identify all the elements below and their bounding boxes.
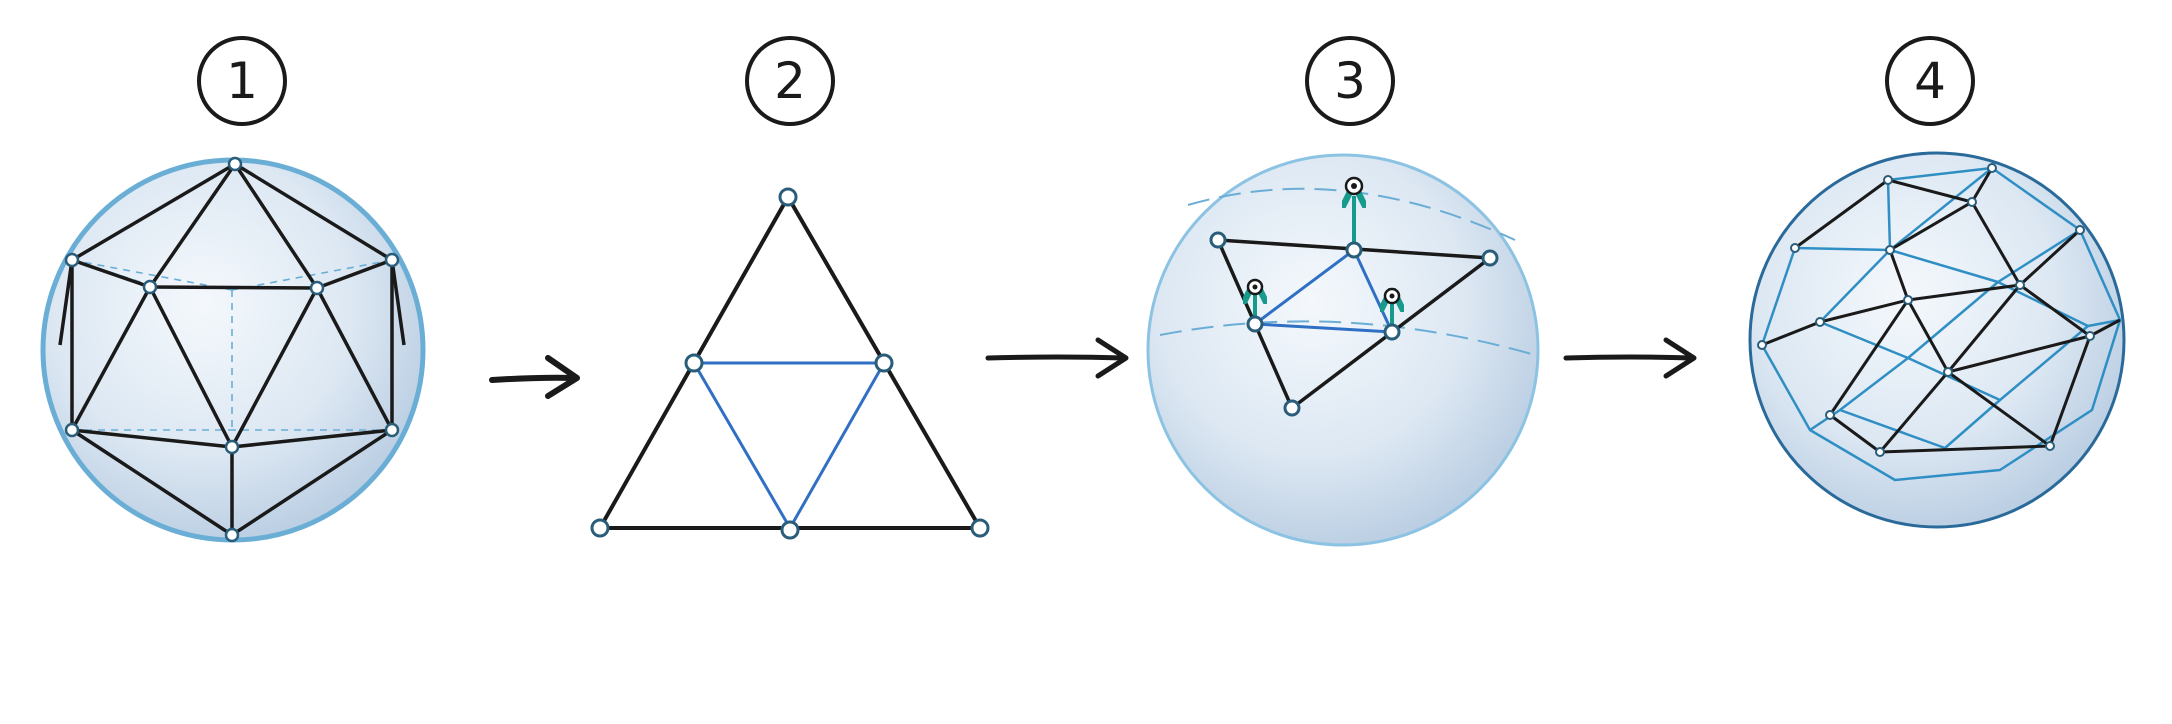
- subdivision-nodes: [590, 187, 990, 540]
- arrow-3-to-4: [1563, 337, 1697, 379]
- arrow-1-to-2: [489, 355, 580, 399]
- midpoint-triangle: [692, 361, 886, 530]
- step-2-subdivision: [590, 187, 990, 540]
- projected-inner-triangle: [1250, 247, 1395, 334]
- step-3-label: 3: [1305, 36, 1395, 126]
- projected-target-dots: [1252, 183, 1395, 299]
- step-2-label: 2: [745, 36, 835, 126]
- projected-target-nodes: [1246, 176, 1401, 305]
- sphere-3: [1146, 153, 1540, 547]
- step-3-projection: [1146, 153, 1540, 547]
- geodesic-nodes: [1757, 163, 2095, 457]
- step-1-label: 1: [197, 36, 287, 126]
- sphere-4: [1748, 151, 2126, 529]
- step-4-label: 4: [1885, 36, 1975, 126]
- arrow-2-to-3: [985, 337, 1129, 379]
- step-1-icosahedron: [40, 156, 426, 543]
- projection-nodes: [1209, 231, 1499, 417]
- front-edges: [58, 162, 406, 537]
- vertex-nodes: [64, 156, 400, 543]
- step-4-geodesic: [1748, 151, 2126, 529]
